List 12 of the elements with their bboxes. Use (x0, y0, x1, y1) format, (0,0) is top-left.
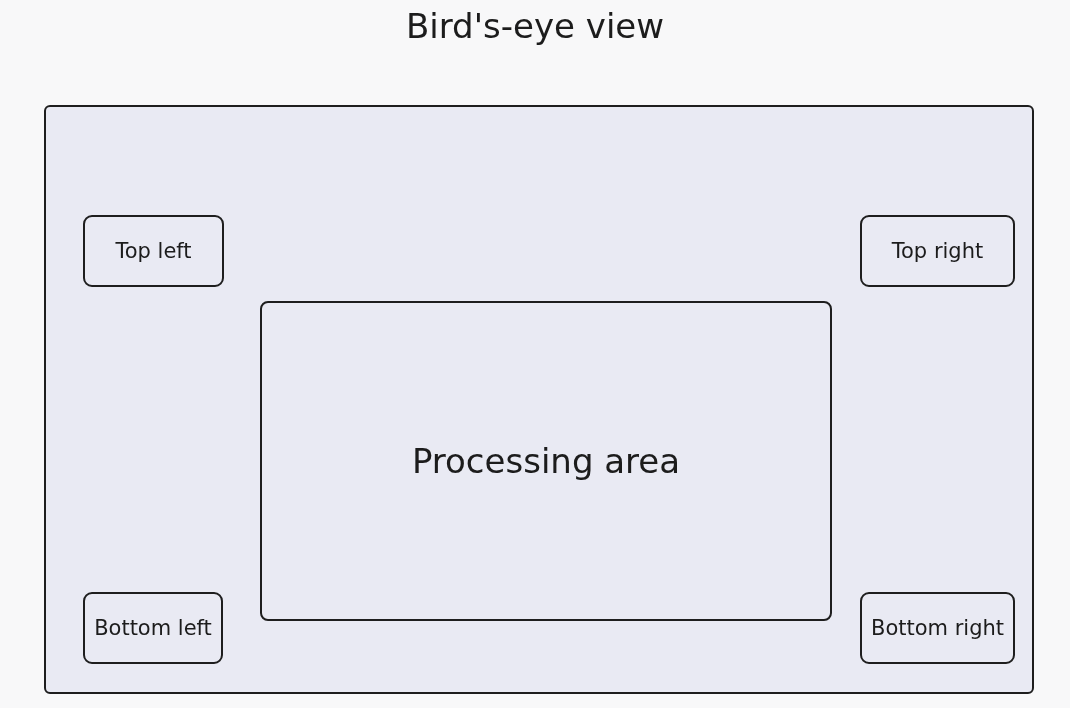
area-label: Top right (891, 239, 984, 263)
area-label: Top left (115, 239, 192, 263)
site-area-panel (44, 105, 1034, 694)
area-label: Bottom right (870, 616, 1004, 640)
area-label: Bottom left (94, 616, 212, 640)
area-label: Processing area (411, 441, 681, 481)
diagram-title: Bird's-eye view (405, 6, 665, 46)
corner-area-box (83, 592, 223, 664)
corner-area-box (860, 215, 1015, 287)
corner-area-box (83, 215, 224, 287)
corner-area-box (860, 592, 1015, 664)
processing-area-box (260, 301, 832, 621)
